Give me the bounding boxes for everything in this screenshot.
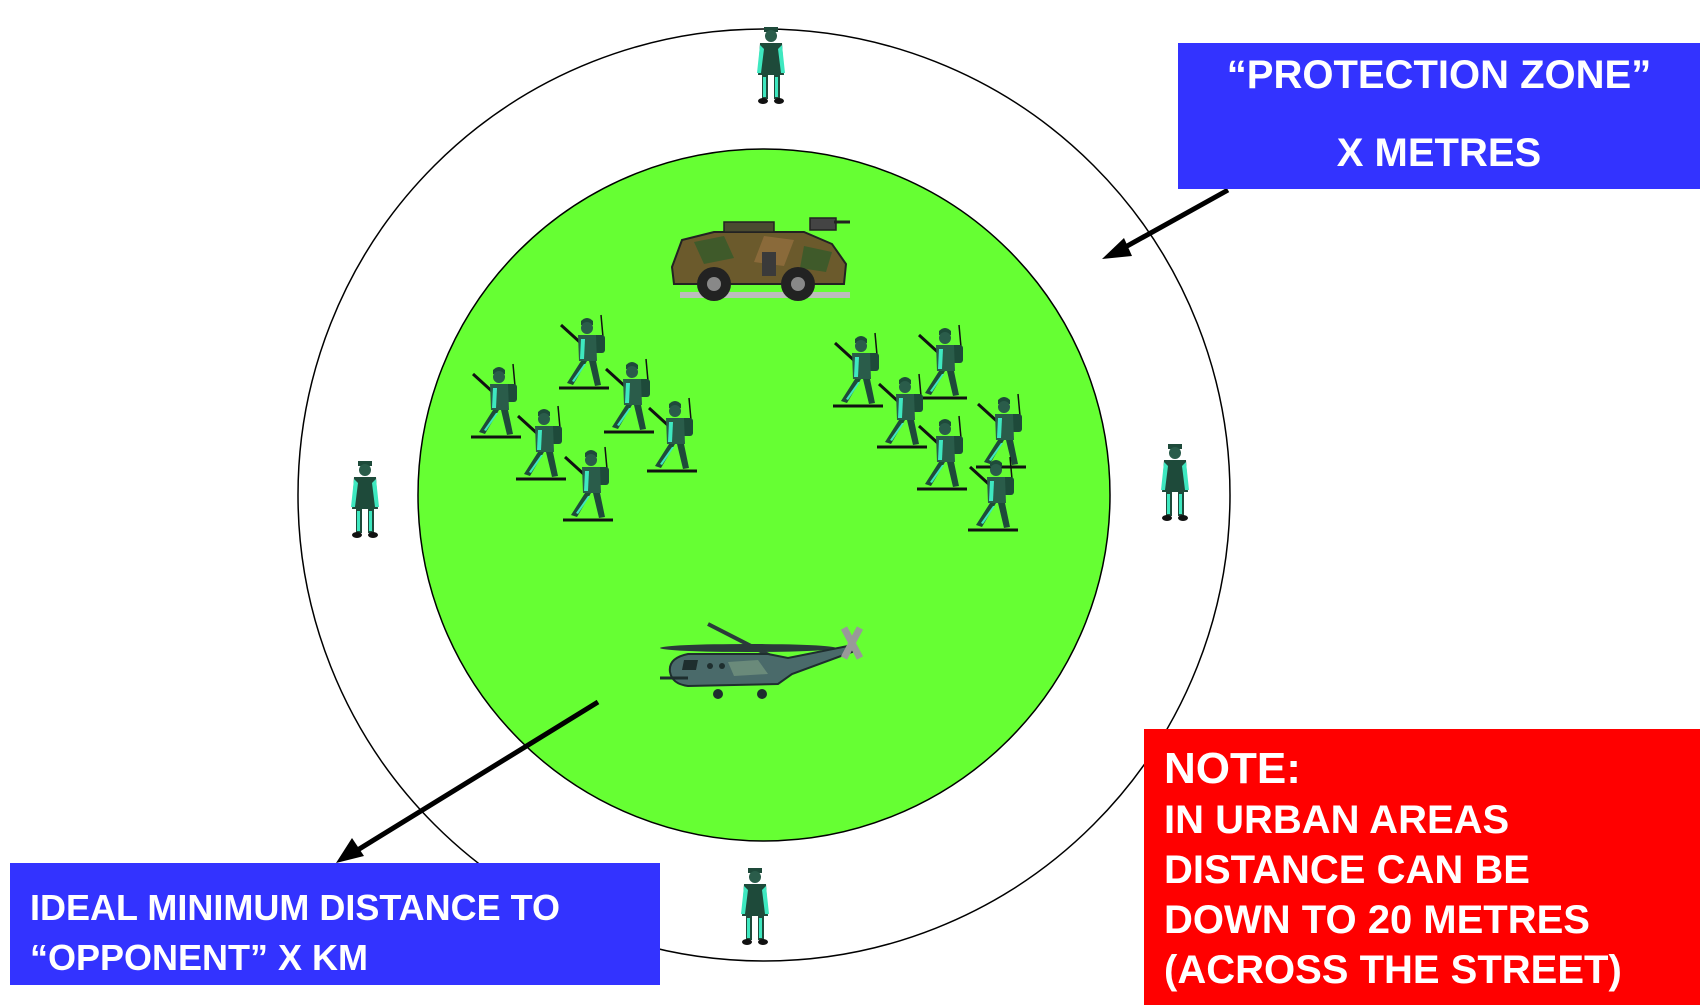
protection-zone-title: “PROTECTION ZONE”: [1226, 53, 1652, 97]
protection-zone-arrow: [1102, 187, 1230, 259]
protection-zone-label: “PROTECTION ZONE” X METRES: [1178, 43, 1700, 189]
protection-zone-distance: X METRES: [1336, 131, 1542, 175]
distance-label-bg: [10, 863, 660, 985]
note-line: (ACROSS THE STREET): [1164, 948, 1622, 992]
note-bg: [1144, 729, 1700, 1005]
minimum-distance-arrow: [336, 699, 600, 863]
note-line: DOWN TO 20 METRES: [1164, 898, 1590, 942]
note-line: IN URBAN AREAS: [1164, 798, 1510, 842]
minimum-distance-label: IDEAL MINIMUM DISTANCE TO “OPPONENT” X K…: [10, 863, 660, 983]
transport-helicopter-icon: [660, 622, 864, 699]
armored-vehicle-icon: [670, 217, 850, 301]
protection-zone-label-bg: [1178, 43, 1700, 189]
minimum-distance-line1: IDEAL MINIMUM DISTANCE TO: [30, 887, 560, 928]
minimum-distance-line2: “OPPONENT” X KM: [30, 937, 369, 978]
note-title: NOTE:: [1164, 744, 1301, 793]
note-line: DISTANCE CAN BE: [1164, 848, 1530, 892]
urban-note: NOTE: IN URBAN AREAS DISTANCE CAN BE DOW…: [1144, 729, 1700, 1005]
